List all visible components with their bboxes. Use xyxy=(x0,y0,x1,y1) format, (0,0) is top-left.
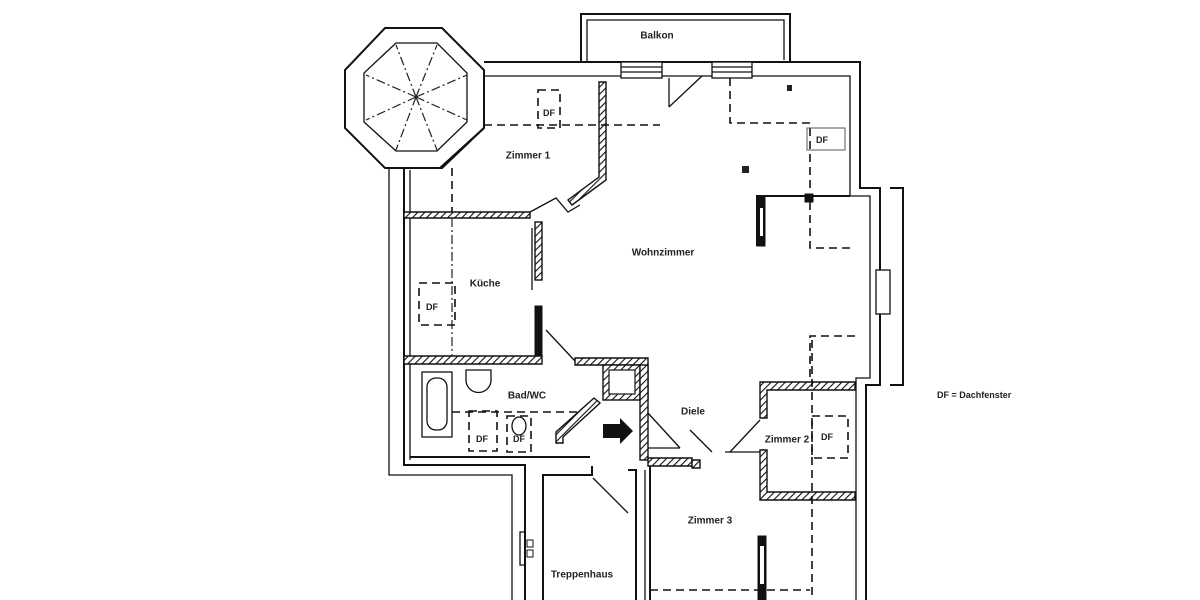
bad-wc-walls xyxy=(410,369,602,458)
room-label-wohnzimmer: Wohnzimmer xyxy=(631,247,695,259)
treppenhaus-walls xyxy=(519,466,637,600)
room-label-balkon: Balkon xyxy=(640,30,674,42)
legend-dachfenster: DF = Dachfenster xyxy=(937,390,1012,400)
zimmer2-walls xyxy=(725,340,856,600)
entrance-arrow xyxy=(603,418,633,444)
balcony xyxy=(580,13,791,62)
room-label-bad-wc: Bad/WC xyxy=(507,390,547,402)
zimmer3-walls xyxy=(644,459,810,600)
roof-window-label: DF xyxy=(543,108,555,118)
octagon-tower xyxy=(344,27,485,169)
room-label-kueche: Küche xyxy=(469,278,501,290)
kueche-walls xyxy=(403,218,576,365)
roof-window-label: DF xyxy=(476,434,488,444)
zimmer1-walls xyxy=(403,81,660,219)
wohnzimmer-details xyxy=(729,78,855,380)
room-label-zimmer2: Zimmer 2 xyxy=(764,434,810,446)
roof-window-label: DF xyxy=(821,432,833,442)
roof-window-label: DF xyxy=(816,135,828,145)
room-label-treppenhaus: Treppenhaus xyxy=(550,569,614,581)
room-label-zimmer1: Zimmer 1 xyxy=(505,150,551,162)
diele-walls xyxy=(574,357,713,467)
windows-top xyxy=(620,61,891,315)
room-label-zimmer3: Zimmer 3 xyxy=(687,515,733,527)
door-swing xyxy=(668,75,703,108)
roof-window-label: DF xyxy=(426,302,438,312)
outer-walls xyxy=(388,61,904,600)
room-label-diele: Diele xyxy=(681,406,705,418)
roof-window-label: DF xyxy=(513,434,525,444)
